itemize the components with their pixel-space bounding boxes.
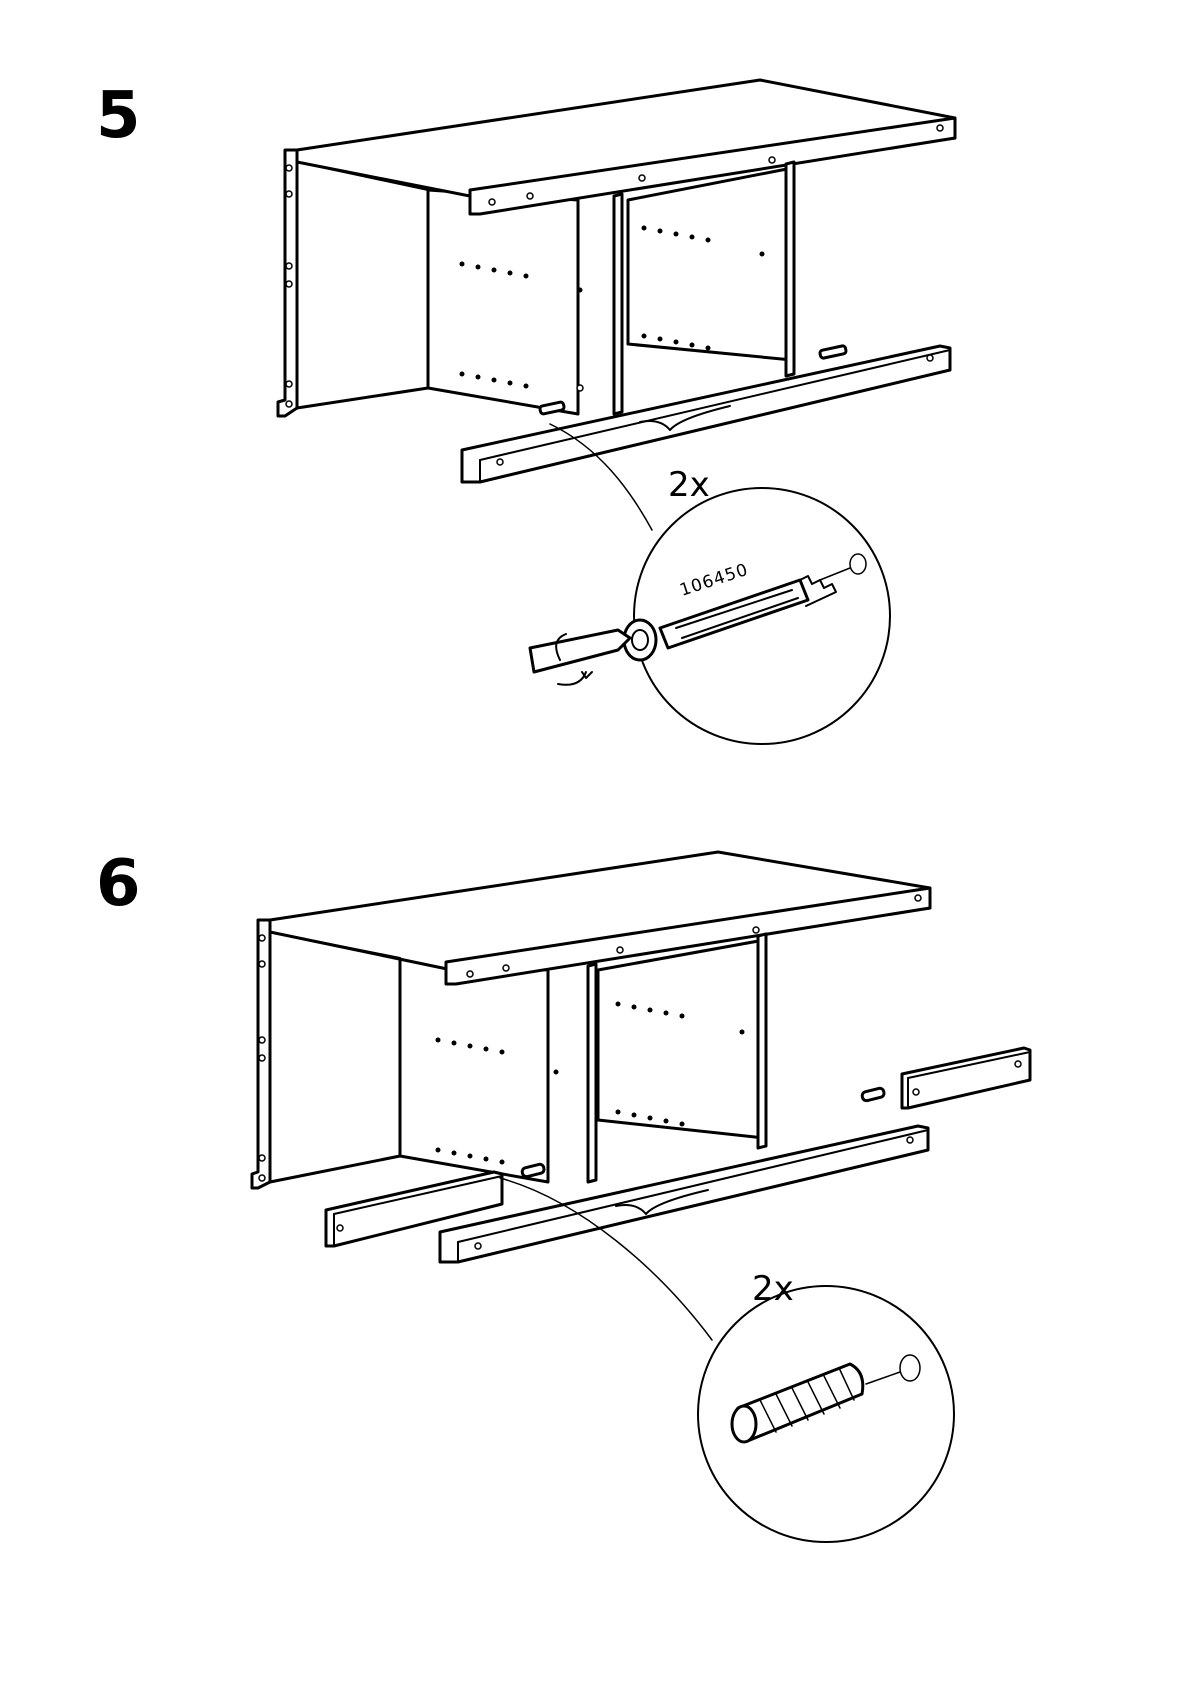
cam-lock-dowel-icon: 106450 [624, 554, 866, 660]
step-5-illustration: 2x 106450 [278, 80, 955, 744]
part-number: 106450 [677, 560, 751, 601]
quantity-label: 2x [752, 1269, 794, 1309]
back-panel [428, 190, 578, 414]
step-6-illustration: 2x [252, 852, 1030, 1542]
screwdriver-icon [530, 630, 630, 685]
middle-divider [588, 964, 596, 1182]
right-divider [758, 934, 766, 1148]
back-panel [400, 958, 548, 1182]
right-divider [786, 162, 794, 376]
back-panel [598, 940, 764, 1138]
wooden-dowel-icon [732, 1355, 920, 1442]
side-panel [252, 920, 270, 1188]
quantity-label: 2x [668, 465, 710, 505]
middle-divider [614, 194, 622, 414]
back-panel [628, 168, 792, 360]
